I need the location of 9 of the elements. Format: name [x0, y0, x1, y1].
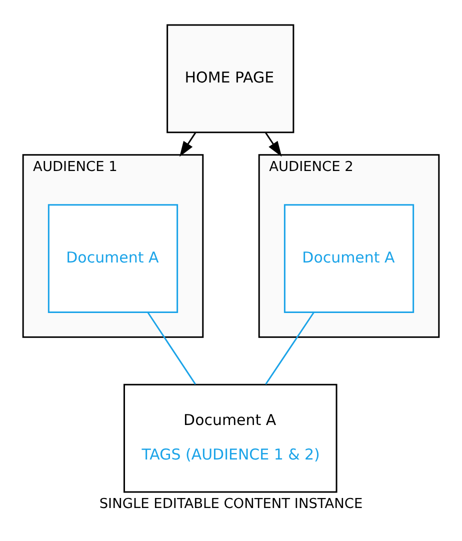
- node-box: Document A: [48, 204, 178, 312]
- connector: [265, 312, 314, 384]
- arrow: [180, 132, 196, 156]
- arrow: [265, 132, 282, 156]
- connector: [147, 312, 196, 384]
- node-box: Document A TAGS (AUDIENCE 1 & 2): [123, 383, 338, 492]
- node-box: HOME PAGE: [166, 24, 294, 133]
- caption: SINGLE EDITABLE CONTENT INSTANCE: [99, 496, 363, 512]
- node-box: Document A: [284, 204, 414, 312]
